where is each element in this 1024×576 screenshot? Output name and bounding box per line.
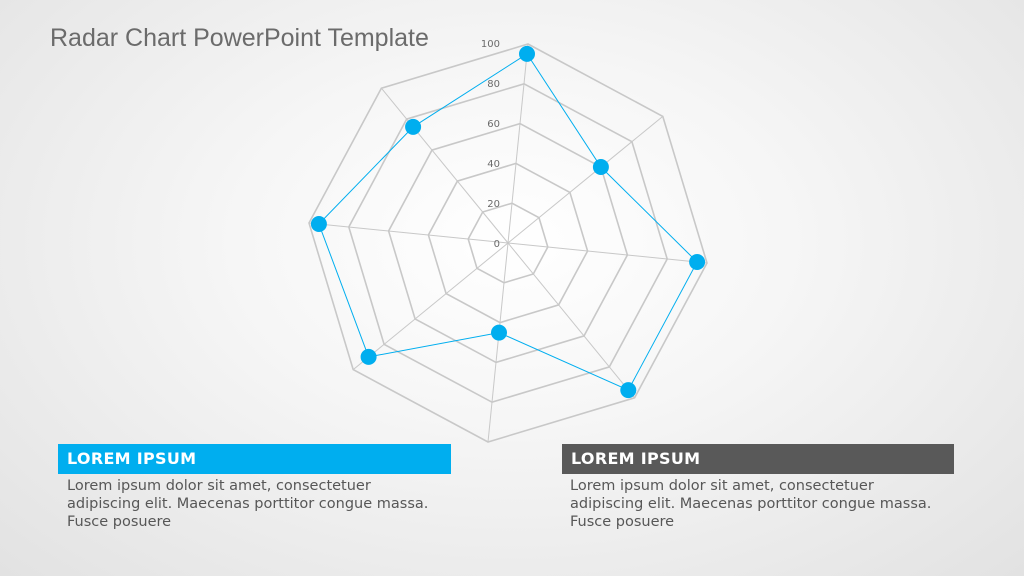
data-point-4 — [491, 324, 507, 341]
slide-title: Radar Chart PowerPoint Template — [50, 24, 429, 52]
right-box-heading: LOREM IPSUM — [562, 444, 954, 474]
data-point-2 — [689, 254, 706, 270]
tick-label-100: 100 — [481, 39, 500, 50]
spoke-4 — [487, 242, 509, 443]
radar-tick-labels: 0 20 40 60 80 100 — [481, 39, 500, 250]
spoke-5 — [352, 242, 509, 370]
spoke-0 — [507, 43, 529, 244]
spoke-3 — [507, 242, 635, 399]
data-point-5 — [360, 348, 377, 365]
tick-label-0: 0 — [494, 239, 500, 250]
data-point-6 — [310, 216, 327, 232]
spoke-2 — [507, 242, 708, 264]
right-box-text: Lorem ipsum dolor sit amet, consectetuer… — [570, 478, 932, 530]
data-point-3 — [620, 382, 637, 399]
left-box-text: Lorem ipsum dolor sit amet, consectetuer… — [67, 478, 429, 530]
tick-label-20: 20 — [487, 199, 500, 210]
left-box-heading: LOREM IPSUM — [58, 444, 451, 474]
spoke-7 — [381, 87, 509, 244]
spoke-1 — [507, 116, 664, 244]
tick-label-60: 60 — [487, 119, 500, 130]
spoke-6 — [308, 222, 509, 244]
data-point-1 — [592, 159, 609, 175]
tick-label-40: 40 — [487, 159, 500, 170]
data-point-7 — [405, 118, 422, 135]
radar-series — [310, 45, 706, 399]
radar-spokes — [308, 43, 708, 443]
tick-label-80: 80 — [487, 79, 500, 90]
data-point-0 — [519, 45, 535, 62]
